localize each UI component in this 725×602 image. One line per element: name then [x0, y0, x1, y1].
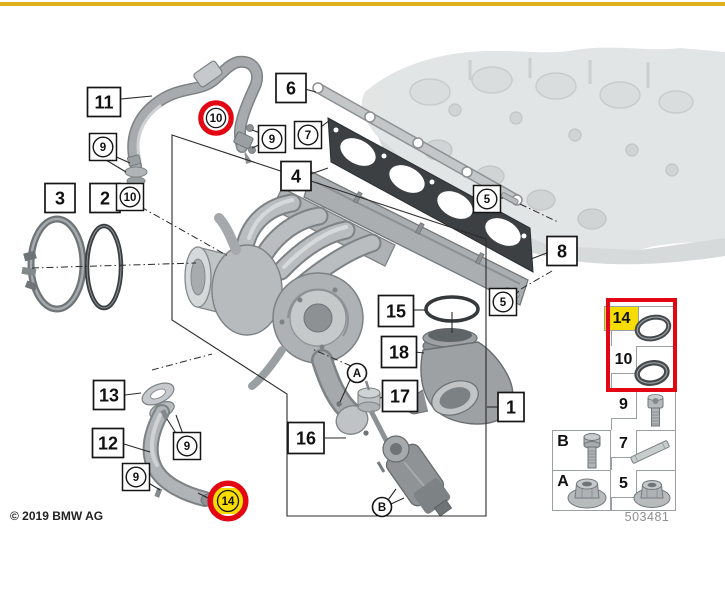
legend-row-B[interactable]: B — [552, 430, 611, 471]
callout-3[interactable]: 3 — [44, 182, 76, 214]
callout-17[interactable]: 17 — [381, 379, 419, 413]
legend-label-B: B — [557, 433, 569, 450]
v-band-clamp-drawing — [21, 215, 87, 313]
legend-highlight-box — [606, 298, 677, 392]
callout-11[interactable]: 11 — [86, 86, 122, 118]
callout-9-return-lower[interactable]: 9 — [121, 462, 151, 492]
svg-text:17: 17 — [390, 387, 410, 407]
svg-text:9: 9 — [184, 441, 190, 453]
svg-text:1: 1 — [506, 398, 516, 418]
callout-4[interactable]: 4 — [280, 160, 312, 192]
svg-text:9: 9 — [100, 142, 106, 154]
svg-text:4: 4 — [291, 167, 301, 187]
callout-16[interactable]: 16 — [287, 421, 325, 455]
assembly-group-outline — [171, 134, 487, 517]
callout-1[interactable]: 1 — [497, 391, 525, 423]
legend-row-5[interactable]: 5 — [611, 470, 676, 511]
diagram-code: 503481 — [624, 510, 670, 524]
legend-label-A: A — [557, 473, 569, 490]
callout-6[interactable]: 6 — [275, 72, 307, 104]
o-ring-icon — [634, 360, 670, 386]
legend-label-5: 5 — [611, 470, 637, 498]
callout-9-manifold[interactable]: 9 — [257, 124, 287, 154]
flange-nut-icon — [633, 480, 671, 508]
hex-bolt-icon — [583, 433, 601, 469]
dowel-pin-icon — [630, 440, 670, 464]
callout-9-return-upper[interactable]: 9 — [172, 431, 202, 461]
legend-row-14[interactable]: 14 — [604, 306, 676, 347]
svg-text:B: B — [378, 502, 386, 514]
top-accent-bar — [0, 2, 725, 6]
legend-label-9: 9 — [611, 391, 637, 419]
svg-text:7: 7 — [305, 130, 311, 142]
wastegate-actuator-drawing — [357, 380, 453, 517]
svg-text:14: 14 — [222, 496, 235, 508]
svg-text:8: 8 — [557, 242, 567, 262]
callout-18[interactable]: 18 — [380, 335, 418, 369]
oil-feed-line-drawing — [124, 55, 263, 186]
legend-row-7[interactable]: 7 — [611, 430, 676, 471]
svg-text:5: 5 — [500, 297, 507, 309]
turbocharger-manifold-drawing — [184, 187, 396, 436]
red-highlight-ring — [198, 100, 234, 136]
svg-text:2: 2 — [100, 189, 110, 209]
callout-10-boxed[interactable]: 10 — [115, 182, 145, 212]
callout-5-lower[interactable]: 5 — [488, 287, 518, 317]
callout-10-highlighted[interactable]: 10 — [198, 100, 234, 136]
manifold-gasket-drawing — [327, 117, 534, 273]
gasket-strip-drawing — [312, 82, 523, 206]
red-highlight-ring — [207, 480, 249, 522]
sealing-ring-drawing — [84, 223, 124, 311]
callout-15[interactable]: 15 — [377, 294, 415, 328]
flange-nut-icon — [567, 478, 607, 509]
callout-B[interactable]: B — [371, 496, 393, 518]
svg-text:16: 16 — [296, 429, 316, 449]
callout-14-highlighted[interactable]: 14 — [207, 480, 249, 522]
svg-text:9: 9 — [269, 134, 275, 146]
svg-text:12: 12 — [98, 434, 118, 454]
callout-5-upper[interactable]: 5 — [472, 184, 502, 214]
svg-text:A: A — [353, 368, 361, 380]
svg-text:15: 15 — [386, 302, 406, 322]
legend-label-10: 10 — [611, 346, 637, 374]
svg-text:3: 3 — [55, 189, 65, 209]
callout-12[interactable]: 12 — [91, 427, 125, 459]
svg-text:18: 18 — [389, 343, 409, 363]
svg-text:6: 6 — [286, 79, 296, 99]
callout-8[interactable]: 8 — [546, 235, 578, 267]
callout-A[interactable]: A — [346, 362, 368, 384]
svg-text:11: 11 — [94, 93, 113, 113]
copyright-text: © 2019 BMW AG — [10, 509, 104, 523]
callout-13[interactable]: 13 — [92, 379, 126, 411]
legend-row-A[interactable]: A — [552, 470, 611, 511]
legend-label-7: 7 — [611, 430, 637, 458]
callout-7[interactable]: 7 — [293, 120, 323, 150]
svg-text:9: 9 — [133, 472, 139, 484]
svg-text:5: 5 — [484, 194, 491, 206]
svg-text:10: 10 — [210, 113, 223, 125]
callout-2[interactable]: 2 — [89, 182, 121, 214]
svg-text:10: 10 — [124, 192, 137, 204]
socket-head-bolt-icon — [647, 394, 664, 427]
svg-text:13: 13 — [99, 386, 119, 406]
o-ring-icon — [634, 314, 672, 342]
legend-row-9[interactable]: 9 — [611, 391, 676, 431]
callout-9-oil-feed[interactable]: 9 — [88, 132, 118, 162]
